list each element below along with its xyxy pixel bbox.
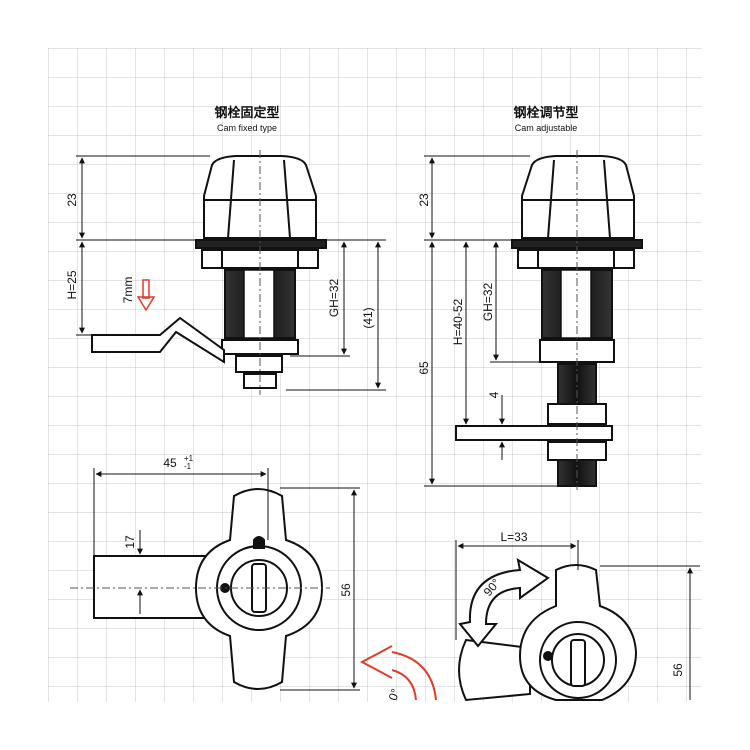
fixed-top-height-label: 23 (65, 193, 79, 207)
fixed-h-label: H=25 (65, 270, 79, 299)
red-rotation-arrow-icon (359, 645, 437, 701)
fixed-title-en: Cam fixed type (217, 123, 277, 133)
adjustable-bottom-dimension-lines (455, 540, 700, 700)
partial-rotation-label: 0° (386, 687, 403, 703)
adjustable-gh-label: GH=32 (481, 282, 495, 321)
bottom-cam-width-label: 17 (123, 535, 137, 549)
fixed-gh-label: GH=32 (327, 278, 341, 317)
adjustable-overall-label: 65 (417, 361, 431, 375)
fixed-title-cn: 钢栓固定型 (214, 105, 279, 121)
bottom-height-label: 56 (339, 583, 353, 597)
fixed-overall-label: (41) (361, 307, 375, 328)
adjustable-dimension-lines (424, 155, 560, 487)
adjustable-lock-bottom-view (458, 564, 638, 702)
rotation-90-arrow-icon (458, 557, 550, 648)
fixed-dimension-lines (76, 155, 386, 391)
bottom-width-tolerance-lower: -1 (184, 462, 192, 471)
fixed-lock-side-view (91, 155, 327, 389)
red-down-arrow-icon (136, 279, 156, 312)
adjustable-top-height-label: 23 (417, 193, 431, 207)
adjustable-cam-thickness-label: 4 (487, 391, 501, 398)
adjustable-title-cn: 钢栓调节型 (513, 105, 578, 121)
bottom-width-label: 45 (163, 456, 177, 470)
bottom-width-tolerance-upper: +1 (184, 454, 194, 463)
adjustable-h-label: H=40-52 (451, 298, 465, 345)
adjustable-length-label: L=33 (500, 530, 527, 544)
fixed-offset-label: 7mm (121, 277, 135, 304)
adjustable-title-en: Cam adjustable (515, 123, 578, 133)
adjustable-bottom-height-label: 56 (671, 663, 685, 677)
fixed-bottom-dimension-lines (93, 468, 360, 691)
